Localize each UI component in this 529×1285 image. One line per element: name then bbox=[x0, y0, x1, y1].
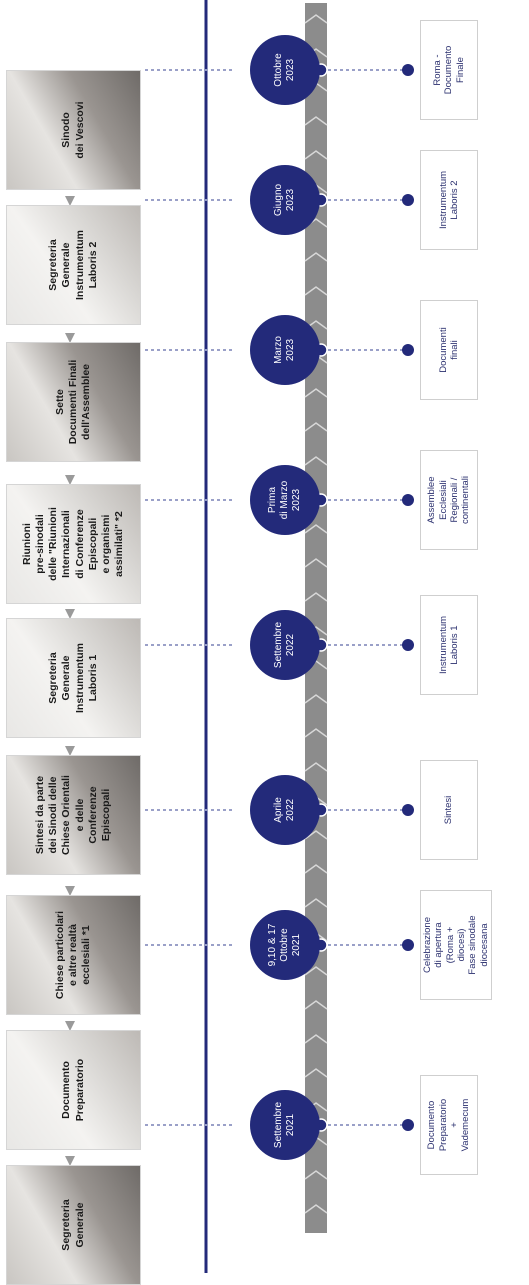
process-card: Segreteria Generale Instrumentum Laboris… bbox=[6, 205, 141, 325]
road-chevron bbox=[304, 1204, 328, 1214]
road-chevron bbox=[304, 830, 328, 840]
road-chevron bbox=[304, 728, 328, 738]
road-chevron bbox=[304, 116, 328, 126]
flow-arrow bbox=[65, 475, 75, 485]
process-card: Sette Documenti Finali dell'Assemblee bbox=[6, 342, 141, 462]
milestone-date-bubble: Aprile 2022 bbox=[250, 775, 320, 845]
road-chevron bbox=[304, 14, 328, 24]
road-chevron bbox=[304, 592, 328, 602]
road-chevron bbox=[304, 388, 328, 398]
flow-arrow bbox=[65, 196, 75, 206]
road-chevron bbox=[304, 558, 328, 568]
road-chevron bbox=[304, 762, 328, 772]
milestone-output-box: Sintesi bbox=[420, 760, 478, 860]
milestone-output-box: Celebrazione di apertura (Roma + diocesi… bbox=[420, 890, 492, 1000]
milestone-output-box: Assemblee Ecclesiali Regionali / contine… bbox=[420, 450, 478, 550]
road-chevron bbox=[304, 1034, 328, 1044]
milestone-output-box: Documenti finali bbox=[420, 300, 478, 400]
card-label: Chiese particolari e altre realtà eccles… bbox=[53, 910, 93, 1000]
flow-arrow bbox=[65, 886, 75, 896]
flow-arrow bbox=[65, 609, 75, 619]
road-chevron bbox=[304, 252, 328, 262]
road-chevron bbox=[304, 694, 328, 704]
process-card: Sinodo dei Vescovi bbox=[6, 70, 141, 190]
card-label: Sette Documenti Finali dell'Assemblee bbox=[53, 359, 93, 445]
output-dot bbox=[402, 194, 414, 206]
card-label: Riunioni pre-sinodali delle "Riunioni In… bbox=[21, 507, 125, 581]
milestone-date-bubble: Marzo 2023 bbox=[250, 315, 320, 385]
card-label: Segreteria Generale bbox=[60, 1199, 86, 1251]
milestone-output-box: Instrumentum Laboris 1 bbox=[420, 595, 478, 695]
output-dot bbox=[402, 344, 414, 356]
milestone-date-bubble: Settembre 2022 bbox=[250, 610, 320, 680]
road-chevron bbox=[304, 1000, 328, 1010]
card-label: Segreteria Generale Instrumentum Laboris… bbox=[47, 230, 99, 301]
milestone-date-bubble: 9,10 & 17 Ottobre 2021 bbox=[250, 910, 320, 980]
milestone-output-box: Instrumentum Laboris 2 bbox=[420, 150, 478, 250]
flow-arrow bbox=[65, 333, 75, 343]
process-card: Sintesi da parte dei Sinodi delle Chiese… bbox=[6, 755, 141, 875]
process-card: Chiese particolari e altre realtà eccles… bbox=[6, 895, 141, 1015]
flow-arrow bbox=[65, 1021, 75, 1031]
flow-arrow bbox=[65, 1156, 75, 1166]
road-chevron bbox=[304, 286, 328, 296]
card-label: Documento Preparatorio bbox=[60, 1058, 86, 1122]
process-card: Riunioni pre-sinodali delle "Riunioni In… bbox=[6, 484, 141, 604]
card-label: Sinodo dei Vescovi bbox=[60, 101, 86, 159]
road-chevron bbox=[304, 524, 328, 534]
output-dot bbox=[402, 639, 414, 651]
flow-arrow bbox=[65, 746, 75, 756]
process-card: Segreteria Generale bbox=[6, 1165, 141, 1285]
milestone-date-bubble: Ottobre 2023 bbox=[250, 35, 320, 105]
road-chevron bbox=[304, 422, 328, 432]
road-chevron bbox=[304, 1068, 328, 1078]
road-chevron bbox=[304, 456, 328, 466]
card-label: Segreteria Generale Instrumentum Laboris… bbox=[47, 643, 99, 714]
output-dot bbox=[402, 1119, 414, 1131]
milestone-date-bubble: Settembre 2021 bbox=[250, 1090, 320, 1160]
output-dot bbox=[402, 939, 414, 951]
road-chevron bbox=[304, 1170, 328, 1180]
road-chevron bbox=[304, 150, 328, 160]
milestone-date-bubble: Giugno 2023 bbox=[250, 165, 320, 235]
process-card: Segreteria Generale Instrumentum Laboris… bbox=[6, 618, 141, 738]
milestone-date-bubble: Prima di Marzo 2023 bbox=[250, 465, 320, 535]
output-dot bbox=[402, 64, 414, 76]
road-chevron bbox=[304, 966, 328, 976]
card-label: Sintesi da parte dei Sinodi delle Chiese… bbox=[34, 775, 112, 855]
output-dot bbox=[402, 804, 414, 816]
milestone-output-box: Roma - Documento Finale bbox=[420, 20, 478, 120]
road-chevron bbox=[304, 898, 328, 908]
road-chevron bbox=[304, 864, 328, 874]
output-dot bbox=[402, 494, 414, 506]
milestone-output-box: Documento Preparatorio + Vademecum bbox=[420, 1075, 478, 1175]
process-card: Documento Preparatorio bbox=[6, 1030, 141, 1150]
